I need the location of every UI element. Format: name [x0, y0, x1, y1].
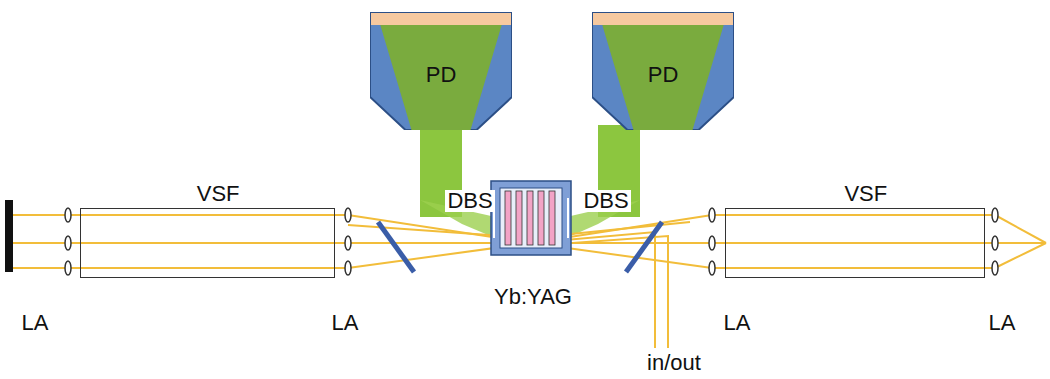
- lens-label: LA: [332, 312, 359, 334]
- disk-slab: [549, 191, 555, 245]
- fiber-label: VSF: [195, 183, 242, 205]
- photodiode-housing: [370, 12, 512, 130]
- lens-label: LA: [989, 312, 1016, 334]
- dichroic-mirror: [378, 222, 414, 272]
- crystal: Yb:YAG: [490, 180, 572, 256]
- fiber-box: VSF: [725, 208, 985, 278]
- photodiode-window: [593, 13, 733, 25]
- photodiode: PD: [370, 12, 512, 130]
- lens-label: LA: [724, 312, 751, 334]
- crystal-frame: [500, 188, 562, 248]
- crystal-stack: [490, 180, 572, 256]
- photodiode-housing: [592, 12, 734, 130]
- dichroic-mirror: [626, 222, 662, 272]
- lens-label: LA: [22, 312, 49, 334]
- detector-label: PD: [648, 64, 679, 86]
- detector-label: PD: [426, 64, 457, 86]
- photodiode-cone: [602, 24, 724, 130]
- disk-slab: [505, 191, 511, 245]
- photodiode-window: [371, 13, 511, 25]
- photodiode-cone: [380, 24, 502, 130]
- fiber-label: VSF: [842, 183, 889, 205]
- disk-slab: [516, 191, 522, 245]
- component-label: DBS: [581, 190, 630, 212]
- port-label: in/out: [647, 352, 701, 374]
- disk-slab: [527, 191, 533, 245]
- photodiode: PD: [592, 12, 734, 130]
- disk-slab: [538, 191, 544, 245]
- crystal-mount: [491, 181, 571, 255]
- crystal-label: Yb:YAG: [492, 286, 574, 308]
- component-label: DBS: [445, 190, 494, 212]
- beam-dump: [5, 200, 13, 272]
- fiber-box: VSF: [80, 208, 335, 278]
